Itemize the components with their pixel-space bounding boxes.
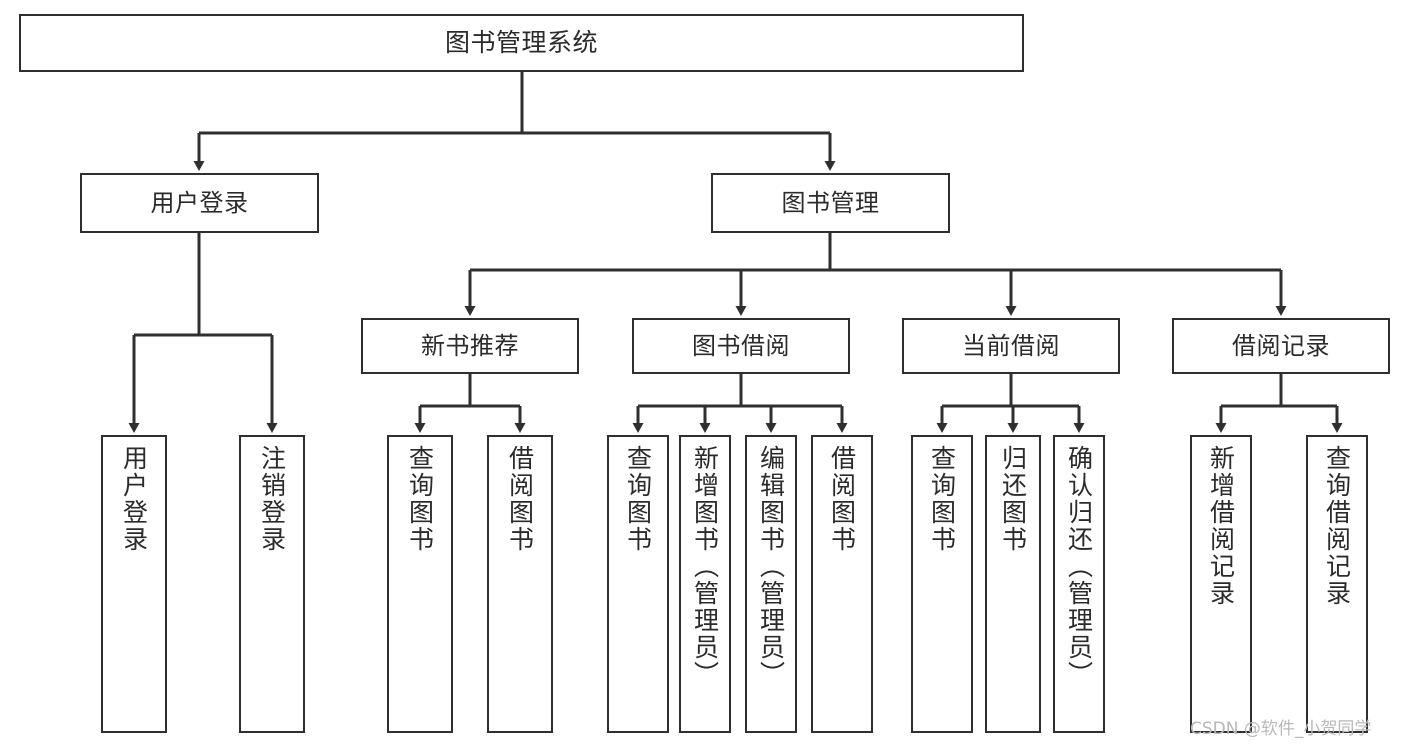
node-new-book-recommend[interactable]: 新书推荐: [361, 318, 579, 374]
node-leaf-query-record[interactable]: 查询借阅记录: [1306, 435, 1368, 733]
node-label: 用户登录: [119, 445, 149, 553]
node-root[interactable]: 图书管理系统: [19, 14, 1024, 72]
node-leaf-user-logout[interactable]: 注销登录: [239, 435, 305, 733]
node-leaf-query-book-1[interactable]: 查询图书: [387, 435, 453, 733]
node-user-login[interactable]: 用户登录: [80, 173, 319, 233]
node-leaf-add-book[interactable]: 新增图书（管理员）: [679, 435, 731, 733]
node-label: 当前借阅: [962, 331, 1060, 360]
node-label: 新增借阅记录: [1206, 445, 1236, 607]
node-label: 图书借阅: [692, 331, 790, 360]
node-leaf-return-book[interactable]: 归还图书: [985, 435, 1041, 733]
node-label: 归还图书: [998, 445, 1028, 553]
node-label: 图书管理系统: [444, 28, 598, 58]
node-leaf-query-book-2[interactable]: 查询图书: [607, 435, 669, 733]
node-leaf-confirm-return[interactable]: 确认归还（管理员）: [1053, 435, 1105, 733]
node-label: 确认归还（管理员）: [1064, 445, 1094, 688]
node-label: 借阅记录: [1232, 331, 1330, 360]
watermark-text: CSDN @软件_小贺同学: [1190, 719, 1372, 739]
node-leaf-borrow-book-1[interactable]: 借阅图书: [487, 435, 553, 733]
node-label: 用户登录: [150, 188, 249, 217]
node-label: 借阅图书: [827, 445, 857, 553]
node-leaf-add-record[interactable]: 新增借阅记录: [1190, 435, 1252, 733]
node-label: 新书推荐: [421, 331, 519, 360]
node-book-borrow[interactable]: 图书借阅: [632, 318, 850, 374]
node-label: 新增图书（管理员）: [690, 445, 720, 688]
node-label: 查询借阅记录: [1322, 445, 1352, 607]
node-label: 查询图书: [927, 445, 957, 553]
node-leaf-user-login[interactable]: 用户登录: [101, 435, 167, 733]
node-label: 查询图书: [623, 445, 653, 553]
node-label: 编辑图书（管理员）: [756, 445, 786, 688]
node-book-manage[interactable]: 图书管理: [711, 173, 950, 233]
node-label: 查询图书: [405, 445, 435, 553]
node-borrow-record[interactable]: 借阅记录: [1172, 318, 1390, 374]
node-label: 注销登录: [257, 445, 287, 553]
node-leaf-edit-book[interactable]: 编辑图书（管理员）: [745, 435, 797, 733]
node-leaf-borrow-book-2[interactable]: 借阅图书: [811, 435, 873, 733]
node-current-borrow[interactable]: 当前借阅: [902, 318, 1120, 374]
node-label: 图书管理: [781, 188, 880, 217]
node-leaf-query-book-3[interactable]: 查询图书: [911, 435, 973, 733]
node-label: 借阅图书: [505, 445, 535, 553]
